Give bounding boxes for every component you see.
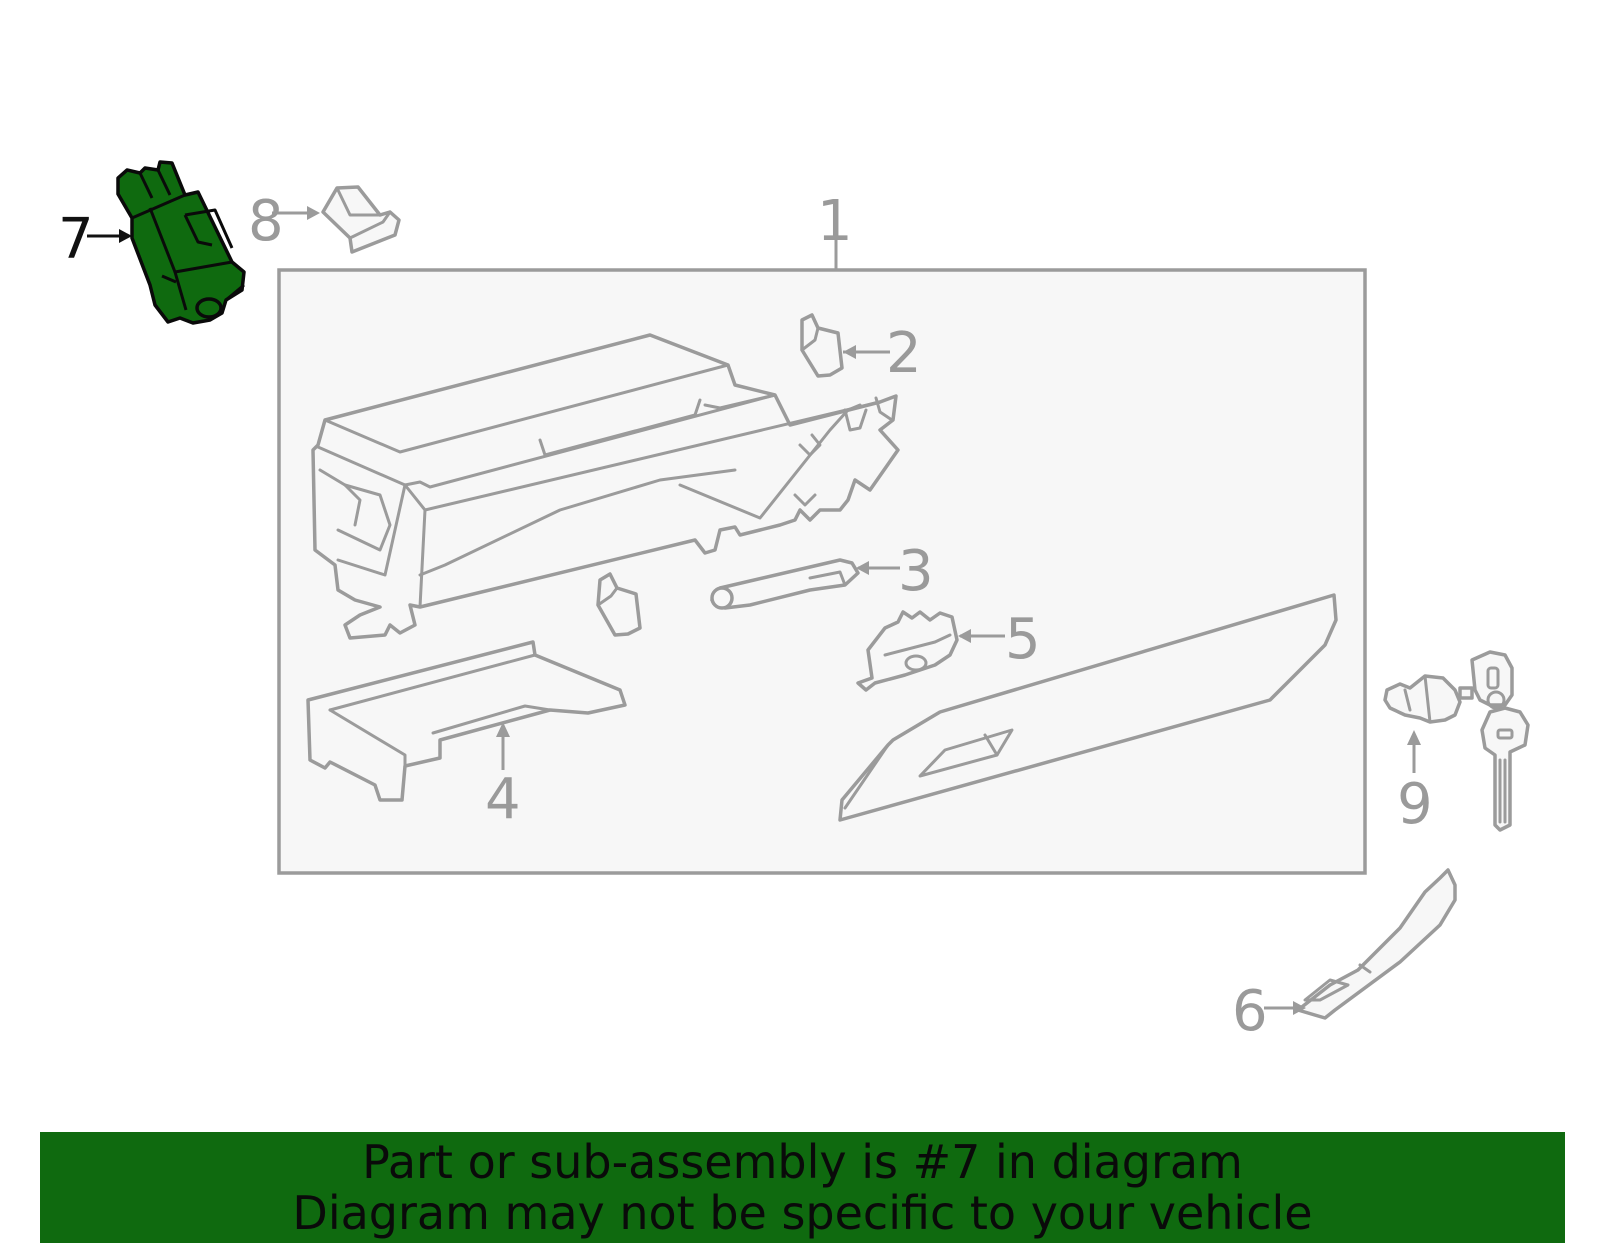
banner-background	[40, 1132, 1565, 1243]
callout-2: 2	[886, 321, 922, 386]
part-7-lamp-switch	[116, 160, 246, 325]
callout-9: 9	[1397, 772, 1433, 837]
part-9-lock-cylinder	[1383, 650, 1530, 832]
part-6-trim-strip	[1296, 868, 1457, 1020]
callout-4: 4	[485, 767, 521, 832]
callout-6: 6	[1232, 979, 1268, 1044]
banner-line-1: Part or sub-assembly is #7 in diagram	[362, 1134, 1243, 1189]
part-8-bumper	[321, 185, 401, 254]
callout-5: 5	[1005, 607, 1041, 672]
glove-box-door	[838, 593, 1338, 822]
callout-3: 3	[898, 539, 934, 604]
callout-1: 1	[817, 189, 853, 254]
part-2-stopper	[800, 313, 844, 378]
part-4-lower-panel	[306, 640, 627, 802]
info-banner: Part or sub-assembly is #7 in diagram Di…	[40, 1132, 1565, 1243]
banner-line-2: Diagram may not be specific to your vehi…	[292, 1185, 1313, 1240]
callout-8: 8	[248, 189, 284, 254]
part-3-damper	[710, 558, 860, 610]
glove-box-body	[311, 333, 900, 640]
part-2b-stopper	[596, 572, 642, 637]
callout-7: 7	[58, 207, 94, 272]
part-5-latch	[856, 610, 959, 692]
